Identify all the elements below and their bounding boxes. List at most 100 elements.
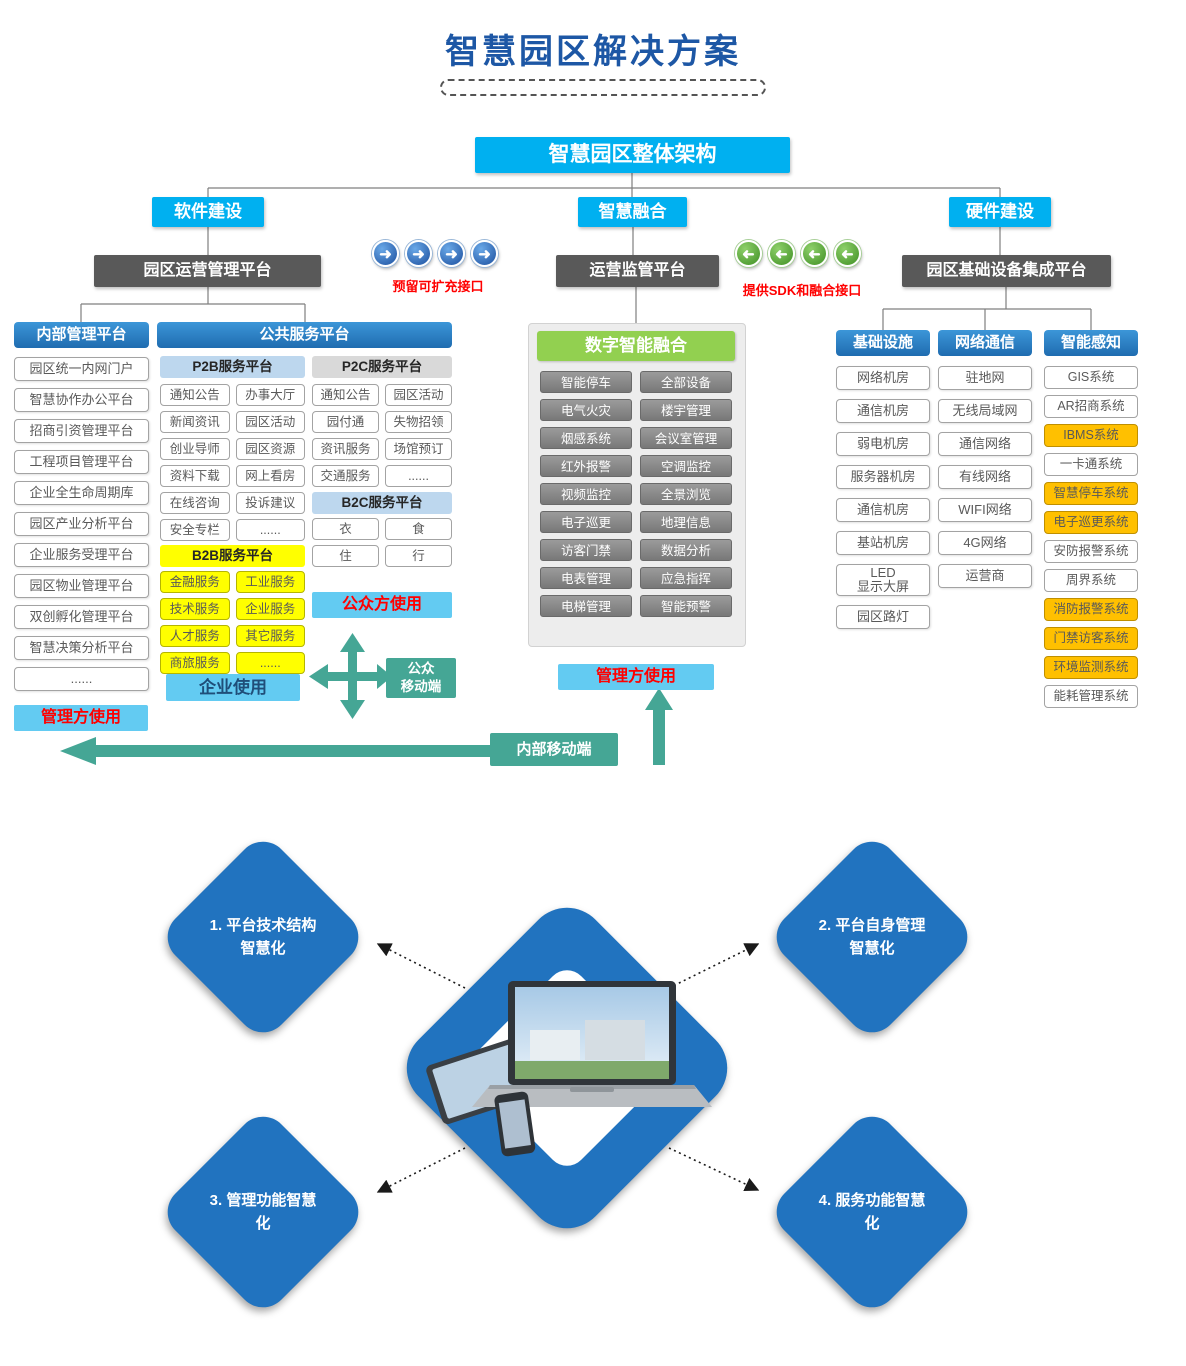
arrow-glyph: ➜ bbox=[841, 245, 854, 263]
list-item: 商旅服务 bbox=[160, 652, 230, 674]
header-digital-fusion: 数字智能融合 bbox=[537, 331, 735, 361]
header-infrastructure: 基础设施 bbox=[836, 330, 930, 356]
branch-fusion: 智慧融合 bbox=[578, 197, 687, 227]
arrow-glyph: ➜ bbox=[412, 245, 425, 263]
list-item: 人才服务 bbox=[160, 625, 230, 647]
header-sensing: 智能感知 bbox=[1044, 330, 1138, 356]
branch-hardware: 硬件建设 bbox=[949, 197, 1051, 227]
list-item: 交通服务 bbox=[312, 465, 379, 487]
list-item: 能耗管理系统 bbox=[1044, 685, 1138, 708]
list-item: 工程项目管理平台 bbox=[14, 450, 149, 474]
list-item: 弱电机房 bbox=[836, 432, 930, 456]
list-item: 地理信息 bbox=[640, 511, 732, 533]
list-item: 失物招领 bbox=[385, 411, 452, 433]
phone-icon bbox=[494, 1091, 536, 1157]
list-item: 烟感系统 bbox=[540, 427, 632, 449]
list-item: 安全专栏 bbox=[160, 519, 230, 541]
infrastructure-list: 网络机房 通信机房 弱电机房 服务器机房 通信机房 基站机房 LED 显示大屏 … bbox=[836, 366, 930, 629]
platform-operation-mgmt: 园区运营管理平台 bbox=[94, 255, 321, 287]
list-item: 园区活动 bbox=[235, 411, 305, 433]
arrow-glyph: ➜ bbox=[808, 245, 821, 263]
list-item: 行 bbox=[385, 545, 452, 567]
list-item: 通知公告 bbox=[312, 384, 379, 406]
list-item: 服务器机房 bbox=[836, 465, 930, 489]
list-item: 通信网络 bbox=[938, 432, 1032, 456]
public-use-label: 公众方使用 bbox=[312, 592, 452, 618]
list-item: 电子巡更系统 bbox=[1044, 511, 1138, 534]
list-item: 资料下载 bbox=[160, 465, 230, 487]
right-arrow-icon: ➜ bbox=[438, 240, 465, 267]
enterprise-use-label: 企业使用 bbox=[166, 674, 300, 701]
list-item: 投诉建议 bbox=[235, 492, 305, 514]
list-item: 楼宇管理 bbox=[640, 399, 732, 421]
list-item: ...... bbox=[385, 465, 452, 487]
list-item: 电表管理 bbox=[540, 567, 632, 589]
platform-operation-supervision: 运营监管平台 bbox=[556, 255, 719, 287]
left-arrow-icon: ➜ bbox=[834, 240, 861, 267]
list-item: 会议室管理 bbox=[640, 427, 732, 449]
benefit-label-2: 2. 平台自身管理智慧化 bbox=[818, 916, 926, 957]
left-arrow-icon: ➜ bbox=[768, 240, 795, 267]
p2b-grid: 通知公告 办事大厅 新闻资讯 园区活动 创业导师 园区资源 资料下载 网上看房 … bbox=[160, 384, 305, 541]
expand-interface-label: 预留可扩充接口 bbox=[392, 279, 484, 294]
list-item: 工业服务 bbox=[235, 571, 305, 593]
list-item: 智慧停车系统 bbox=[1044, 482, 1138, 505]
list-item: ...... bbox=[235, 519, 305, 541]
list-item: 招商引资管理平台 bbox=[14, 419, 149, 443]
list-item: 办事大厅 bbox=[235, 384, 305, 406]
b2b-grid: 金融服务 工业服务 技术服务 企业服务 人才服务 其它服务 商旅服务 .....… bbox=[160, 571, 305, 674]
branch-software: 软件建设 bbox=[152, 197, 264, 227]
arrow-glyph: ➜ bbox=[775, 245, 788, 263]
title-underline bbox=[440, 79, 766, 96]
list-item: ...... bbox=[14, 667, 149, 691]
left-arrow-icon: ➜ bbox=[735, 240, 762, 267]
list-item: 企业服务 bbox=[235, 598, 305, 620]
header-b2c: B2C服务平台 bbox=[312, 492, 452, 514]
list-item: IBMS系统 bbox=[1044, 424, 1138, 447]
list-item: 安防报警系统 bbox=[1044, 540, 1138, 563]
arrow-glyph: ➜ bbox=[445, 245, 458, 263]
list-item: 创业导师 bbox=[160, 438, 230, 460]
list-item: 空调监控 bbox=[640, 455, 732, 477]
right-arrow-icon: ➜ bbox=[471, 240, 498, 267]
list-item: 智能停车 bbox=[540, 371, 632, 393]
laptop-icon bbox=[472, 981, 712, 1107]
hierarchy-lines bbox=[80, 172, 1092, 330]
p2c-grid: 通知公告 园区活动 园付通 失物招领 资讯服务 场馆预订 交通服务 ...... bbox=[312, 384, 452, 487]
list-item: 视频监控 bbox=[540, 483, 632, 505]
arrow-glyph: ➜ bbox=[742, 245, 755, 263]
list-item: 园区资源 bbox=[235, 438, 305, 460]
benefit-label-3: 3. 管理功能智慧化 bbox=[209, 1191, 317, 1232]
list-item: 通知公告 bbox=[160, 384, 230, 406]
header-b2b: B2B服务平台 bbox=[160, 545, 305, 567]
root-architecture-box: 智慧园区整体架构 bbox=[475, 137, 790, 173]
list-item: 运营商 bbox=[938, 564, 1032, 588]
devices-illustration bbox=[420, 975, 720, 1165]
arrow-glyph: ➜ bbox=[478, 245, 491, 263]
public-cross-arrow bbox=[309, 633, 392, 719]
list-item: 电子巡更 bbox=[540, 511, 632, 533]
platform-device-integration: 园区基础设备集成平台 bbox=[902, 255, 1111, 287]
fusion-grid: 智能停车 全部设备 电气火灾 楼宇管理 烟感系统 会议室管理 红外报警 空调监控… bbox=[540, 371, 732, 617]
internal-platform-list: 园区统一内网门户 智慧协作办公平台 招商引资管理平台 工程项目管理平台 企业全生… bbox=[14, 357, 149, 691]
header-p2c: P2C服务平台 bbox=[312, 356, 452, 378]
list-item: 园区物业管理平台 bbox=[14, 574, 149, 598]
list-item: 驻地网 bbox=[938, 366, 1032, 390]
list-item: 应急指挥 bbox=[640, 567, 732, 589]
list-item: 在线咨询 bbox=[160, 492, 230, 514]
list-item: 数据分析 bbox=[640, 539, 732, 561]
list-item: 一卡通系统 bbox=[1044, 453, 1138, 476]
list-item: 全部设备 bbox=[640, 371, 732, 393]
b2c-grid: 衣 食 住 行 bbox=[312, 518, 452, 567]
public-mobile-box: 公众 移动端 bbox=[386, 658, 456, 698]
list-item: 园区路灯 bbox=[836, 605, 930, 629]
list-item: 访客门禁 bbox=[540, 539, 632, 561]
list-item: 企业服务受理平台 bbox=[14, 543, 149, 567]
arrow-glyph: ➜ bbox=[379, 245, 392, 263]
list-item: ...... bbox=[235, 652, 305, 674]
list-item: 基站机房 bbox=[836, 531, 930, 555]
page-title: 智慧园区解决方案 bbox=[445, 34, 741, 71]
sdk-interface-arrows: ➜ ➜ ➜ ➜ bbox=[735, 240, 861, 267]
